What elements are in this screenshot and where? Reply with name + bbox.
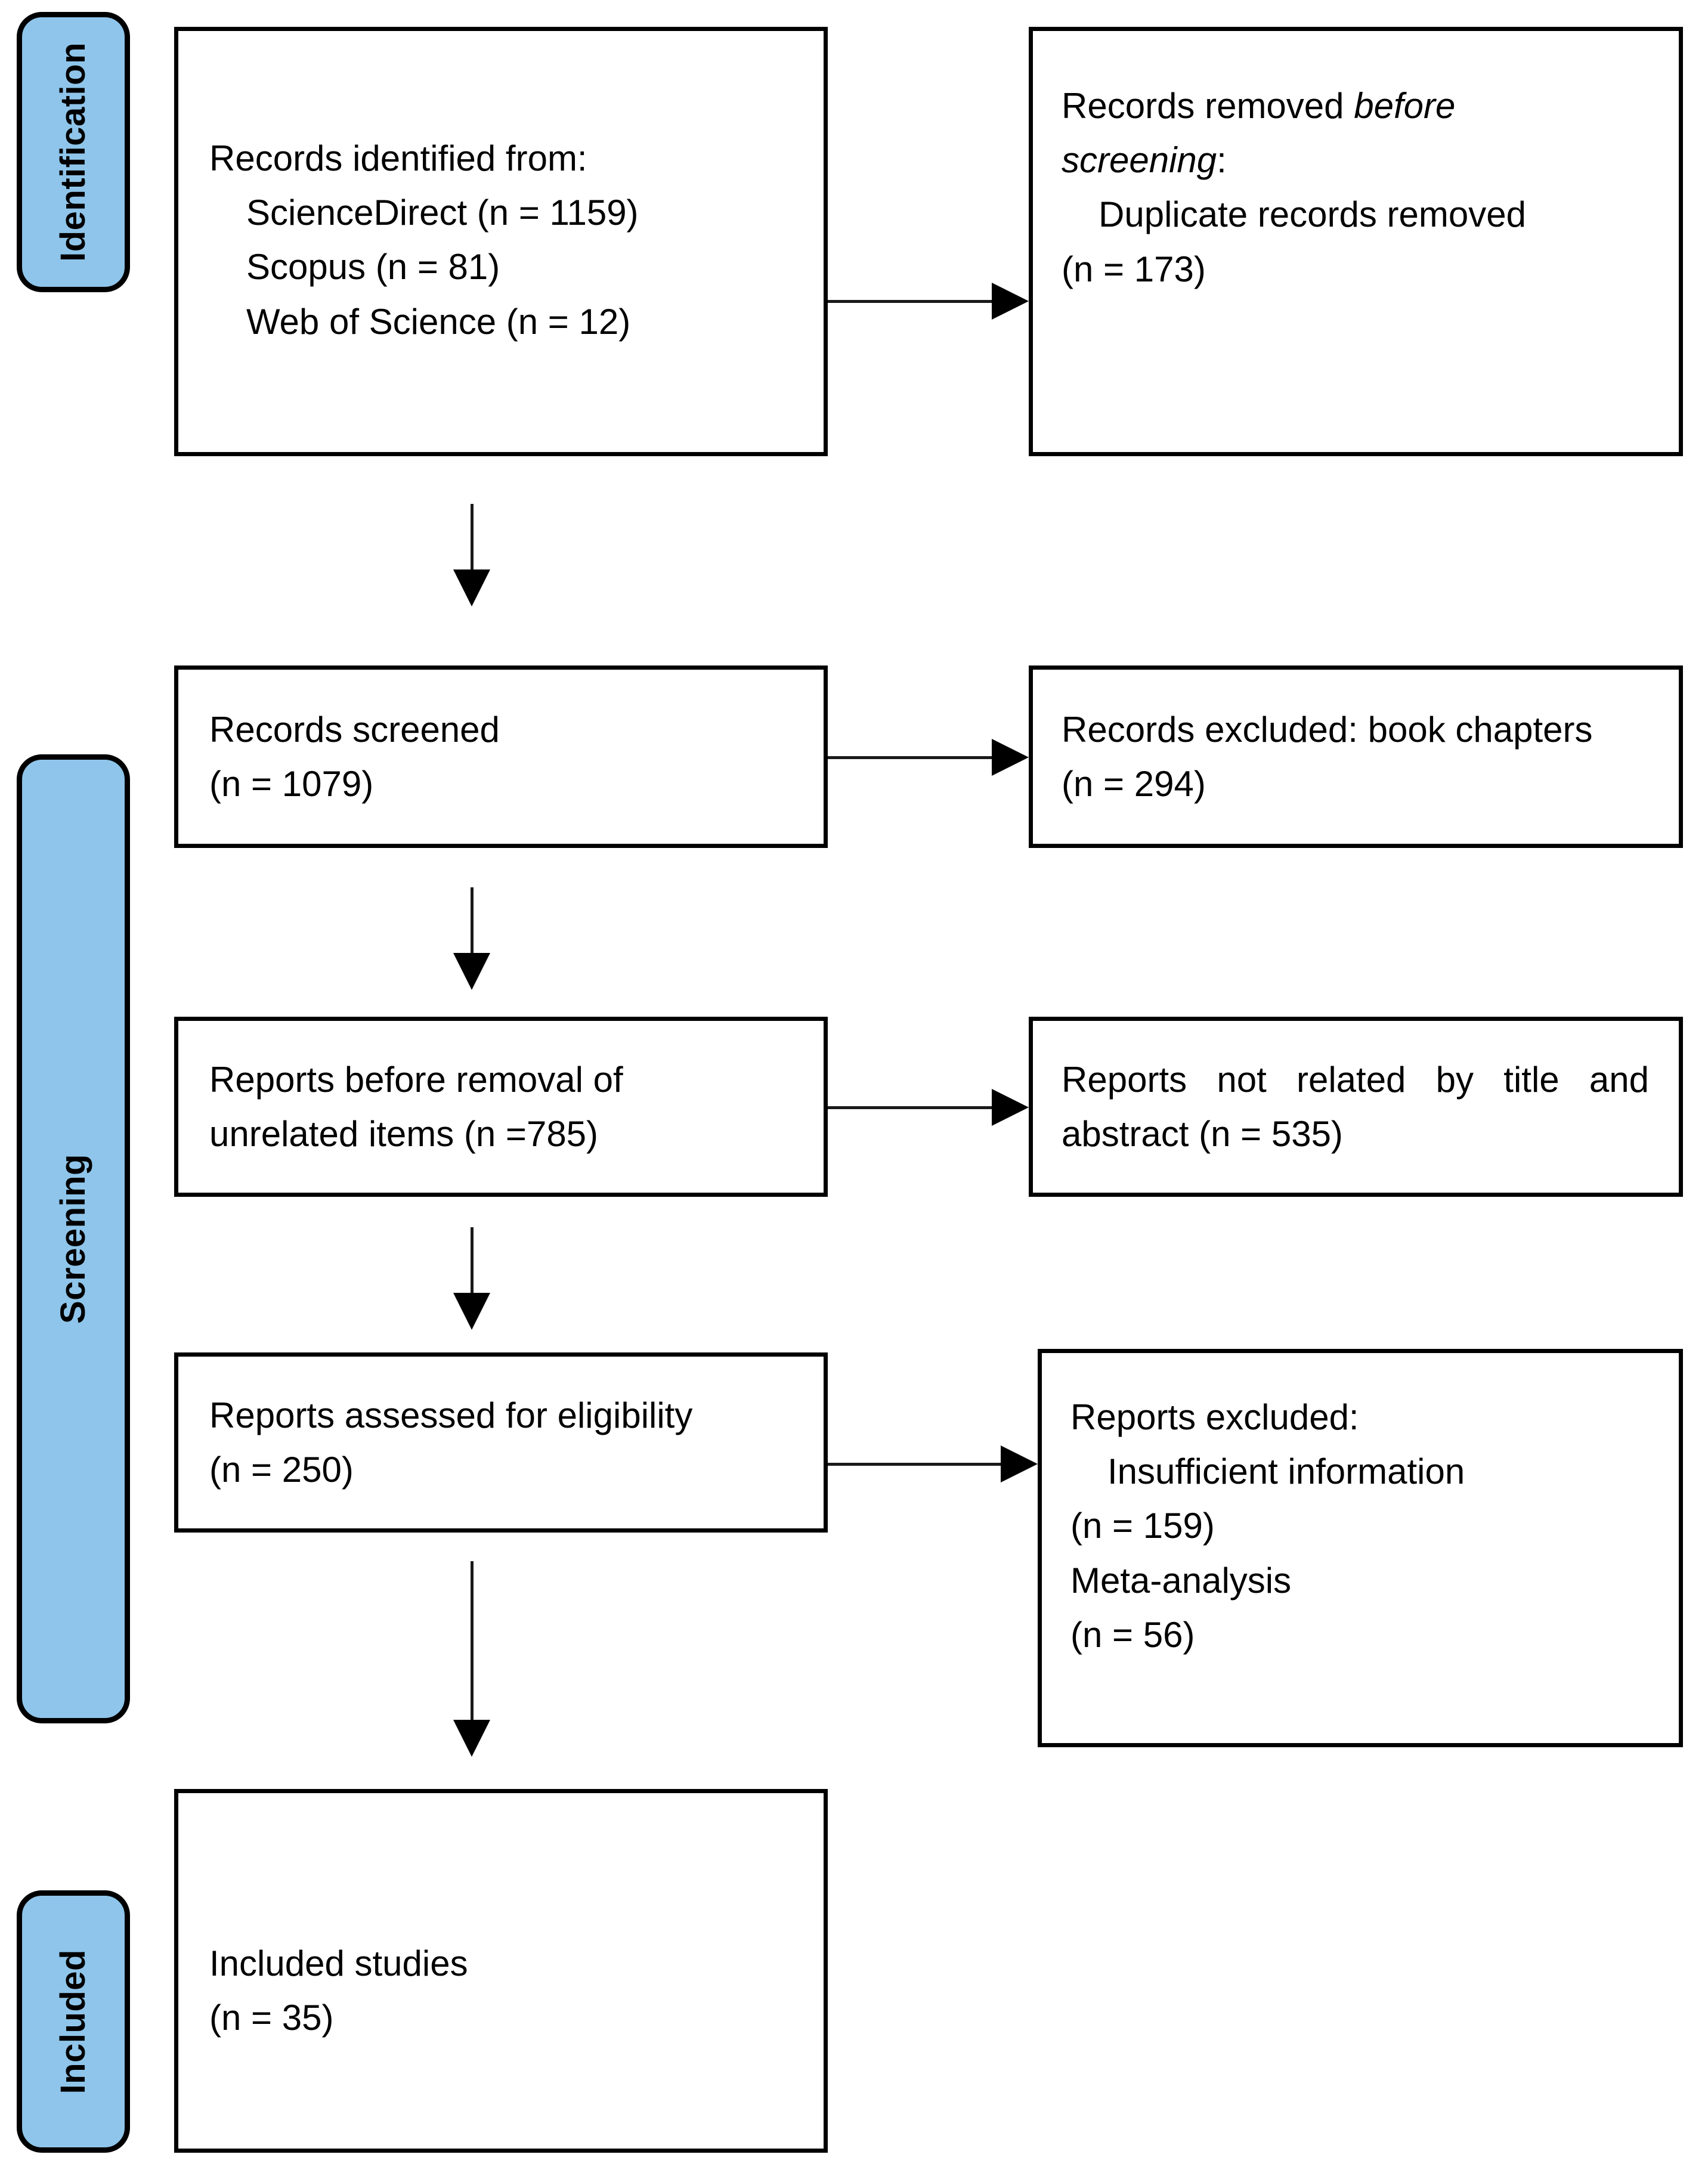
reports-excluded-item-3: Meta-analysis — [1070, 1560, 1292, 1601]
records-identified-source-2: Scopus (n = 81) — [246, 247, 500, 287]
box-included-studies: Included studies (n = 35) — [174, 1789, 828, 2153]
arrow-shaft — [828, 299, 995, 303]
box-reports-assessed-for-eligibility: Reports assessed for eligibility (n = 25… — [174, 1352, 828, 1533]
arrow-shaft — [470, 1227, 474, 1296]
arrow-shaft — [470, 887, 474, 956]
reports-excluded-item-4: (n = 56) — [1070, 1614, 1195, 1655]
box-records-screened: Records screened (n = 1079) — [174, 665, 828, 848]
arrow-head — [453, 1293, 490, 1330]
records-removed-item-2: (n = 173) — [1062, 249, 1206, 289]
arrow-shaft — [828, 1106, 995, 1109]
arrow-screened-to-reports-before-removal — [453, 887, 490, 990]
box-reports-excluded: Reports excluded: Insufficient informati… — [1038, 1349, 1683, 1747]
reports-excluded-title: Reports excluded: — [1070, 1397, 1359, 1437]
reports-assessed-line-1: Reports assessed for eligibility — [209, 1395, 693, 1435]
box-records-excluded-book-chapters: Records excluded: book chapters (n = 294… — [1029, 665, 1683, 848]
stage-label-included: Included — [54, 1949, 92, 2094]
records-removed-title: Records removed before — [1062, 79, 1655, 133]
arrow-reports-before-removal-to-assessed — [453, 1227, 490, 1330]
box-reports-not-related: Reports not related by title and abstrac… — [1029, 1017, 1683, 1197]
reports-not-related-line-2: abstract (n = 535) — [1062, 1114, 1343, 1154]
box-records-removed-before-screening: Records removed before screening: Duplic… — [1029, 27, 1683, 456]
included-studies-line-2: (n = 35) — [209, 1998, 334, 2038]
records-excluded-line-2: (n = 294) — [1062, 764, 1206, 804]
box-reports-before-removal: Reports before removal of unrelated item… — [174, 1017, 828, 1197]
arrow-shaft — [470, 504, 474, 572]
reports-not-related-line-1: Reports not related by title and — [1062, 1059, 1649, 1100]
reports-assessed-line-2: (n = 250) — [209, 1450, 354, 1490]
included-studies-line-1: Included studies — [209, 1943, 468, 1983]
stage-label-screening: Screening — [54, 1154, 92, 1324]
arrow-screened-to-excluded — [828, 736, 1029, 778]
records-removed-title-line2: screening: — [1062, 133, 1655, 187]
arrow-reports-before-removal-to-not-related — [828, 1086, 1029, 1128]
records-removed-title-text: Records removed — [1062, 86, 1354, 126]
arrow-identified-to-removed — [828, 280, 1029, 322]
records-excluded-line-1: Records excluded: book chapters — [1062, 709, 1593, 750]
stage-bar-included: Included — [17, 1890, 130, 2153]
records-screened-line-1: Records screened — [209, 709, 500, 750]
records-identified-source-3: Web of Science (n = 12) — [246, 301, 631, 342]
records-identified-source-1: ScienceDirect (n = 1159) — [246, 193, 639, 233]
records-removed-item-1: Duplicate records removed — [1099, 194, 1526, 235]
arrow-head — [453, 1720, 490, 1757]
stage-label-identification: Identification — [54, 42, 92, 262]
arrow-assessed-to-included — [453, 1561, 490, 1757]
stage-bar-identification: Identification — [17, 12, 130, 292]
records-removed-title-colon: : — [1217, 140, 1227, 181]
arrow-shaft — [470, 1561, 474, 1722]
arrow-head — [453, 569, 490, 606]
arrow-head — [453, 953, 490, 990]
records-screened-line-2: (n = 1079) — [209, 764, 374, 804]
arrow-head — [992, 739, 1029, 776]
arrow-assessed-to-reports-excluded — [828, 1443, 1038, 1485]
box-records-identified: Records identified from: ScienceDirect (… — [174, 27, 828, 456]
reports-excluded-item-1: Insufficient information — [1107, 1451, 1465, 1492]
reports-excluded-item-2: (n = 159) — [1070, 1506, 1215, 1546]
reports-before-removal-line-2: unrelated items (n =785) — [209, 1114, 599, 1154]
records-identified-title: Records identified from: — [209, 138, 587, 178]
arrow-head — [992, 283, 1029, 320]
arrow-head — [992, 1089, 1029, 1126]
records-removed-title-italic-screening: screening — [1062, 140, 1217, 181]
records-removed-title-italic-before: before — [1354, 86, 1456, 126]
stage-bar-screening: Screening — [17, 754, 130, 1723]
arrow-shaft — [828, 1462, 1004, 1466]
arrow-shaft — [828, 756, 995, 759]
reports-before-removal-line-1: Reports before removal of — [209, 1059, 623, 1100]
arrow-head — [1001, 1445, 1038, 1482]
arrow-identified-to-screened — [453, 504, 490, 606]
